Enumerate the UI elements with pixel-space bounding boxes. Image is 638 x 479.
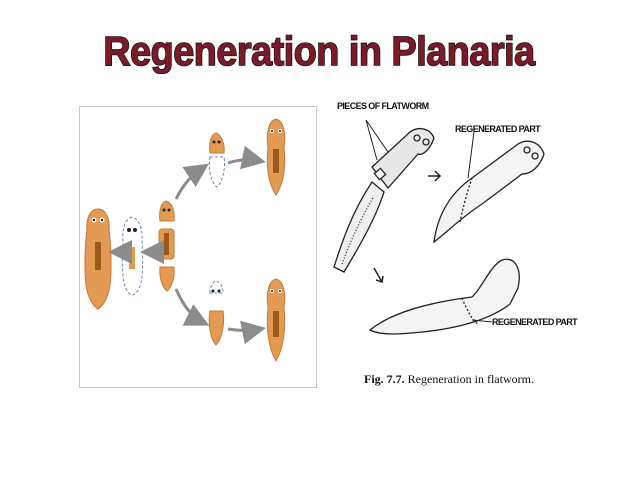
figure-caption: Fig. 7.7. Regeneration in flatworm.: [364, 372, 534, 387]
planaria-regeneration-diagram: [79, 106, 317, 388]
label-pieces-of-flatworm: PIECES OF FLATWORM: [337, 101, 429, 111]
figure-caption-text: Regeneration in flatworm.: [407, 372, 534, 386]
flatworm-regenerated-top: [433, 140, 545, 244]
flatworm-piece-head: [371, 127, 435, 190]
flatworm-regeneration-figure: [322, 92, 558, 397]
flatworm-regenerated-bottom: [368, 258, 520, 335]
flow-arrows: [108, 145, 266, 345]
regenerating-middle-piece: [121, 216, 144, 296]
figure-caption-number: Fig. 7.7.: [364, 372, 405, 386]
flatworm-piece-tail: [333, 181, 385, 273]
whole-planaria-left: [84, 208, 112, 310]
label-regenerated-part-top: REGENERATED PART: [455, 124, 541, 134]
bottom-regeneration-branch: [208, 278, 286, 363]
label-regenerated-part-bottom: REGENERATED PART: [492, 317, 578, 327]
flatworm-drawing-canvas: [333, 119, 545, 335]
slide-title: Regeneration in Planaria: [103, 27, 536, 75]
planaria-diagram-canvas: [84, 118, 286, 363]
cut-pieces: [158, 200, 175, 292]
top-regeneration-branch: [208, 118, 286, 196]
